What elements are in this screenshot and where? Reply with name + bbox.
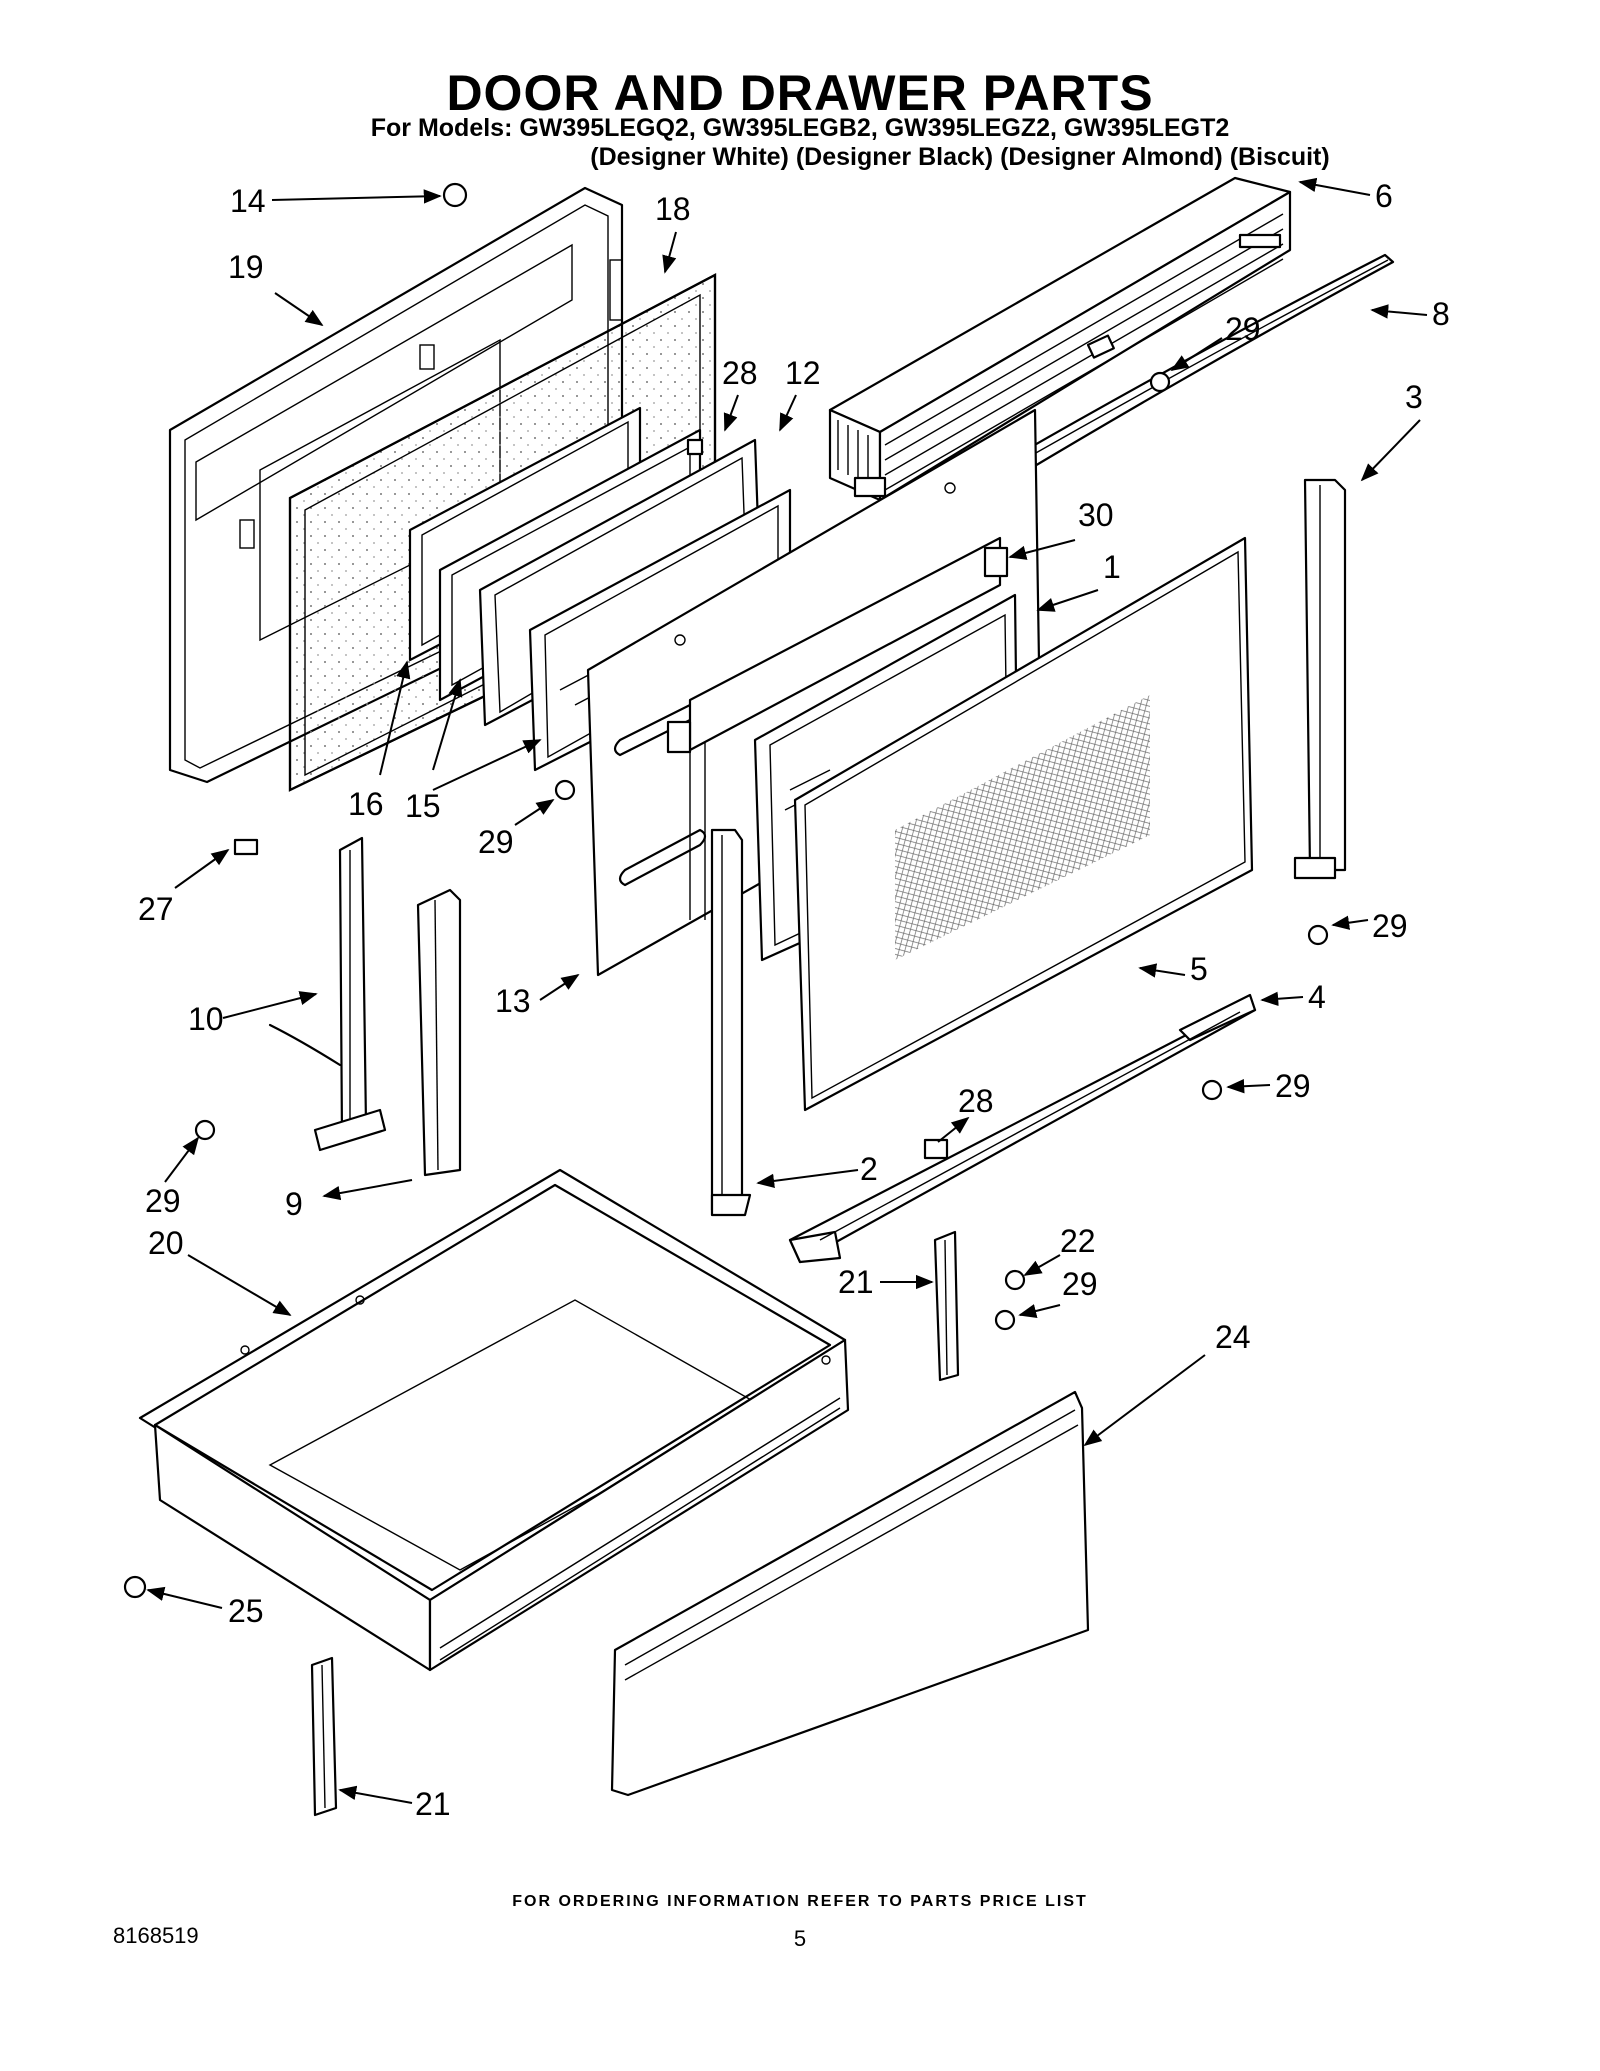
part-5-outer-door	[793, 536, 1254, 1112]
part-10-hinge-bracket	[268, 836, 387, 1152]
callout-29-slide: 29	[1062, 1266, 1098, 1302]
callout-10: 10	[188, 1001, 224, 1037]
callout-6: 6	[1375, 178, 1393, 214]
callout-25: 25	[228, 1593, 264, 1629]
callout-15: 15	[405, 788, 441, 824]
document-number: 8168519	[113, 1923, 199, 1948]
model-list: For Models: GW395LEGQ2, GW395LEGB2, GW39…	[370, 114, 1230, 142]
callout-21-lower: 21	[415, 1786, 451, 1822]
callout-18: 18	[655, 191, 691, 227]
ordering-note: FOR ORDERING INFORMATION REFER TO PARTS …	[512, 1893, 1088, 1910]
callout-16: 16	[348, 786, 384, 822]
callout-labels: 14 18 19 6 8 29 28 12 3 30 1 27 16 15 29…	[138, 178, 1450, 1822]
callout-30: 30	[1078, 497, 1114, 533]
callout-14: 14	[230, 183, 266, 219]
part-4-lower-door-frame	[788, 993, 1257, 1264]
leader-lines	[146, 177, 1428, 1804]
callout-20: 20	[148, 1225, 184, 1261]
part-9-seal-strip	[416, 888, 462, 1177]
part-2-door-trim	[710, 828, 752, 1217]
callout-5: 5	[1190, 951, 1208, 987]
part-3-side-trim-right	[1293, 478, 1347, 880]
callout-12: 12	[785, 355, 821, 391]
callout-9: 9	[285, 1186, 303, 1222]
hardware-screws	[123, 182, 1329, 1599]
callout-24: 24	[1215, 1319, 1251, 1355]
callout-29-trim: 29	[1372, 908, 1408, 944]
callout-29-vent: 29	[1225, 311, 1261, 347]
part-13-inner-door-panel	[586, 408, 1042, 977]
callout-19: 19	[228, 249, 264, 285]
part-24-drawer-front	[610, 1390, 1090, 1797]
callout-2: 2	[860, 1151, 878, 1187]
part-20-drawer	[138, 1168, 850, 1672]
part-21-lower-slide-bracket	[310, 1656, 338, 1817]
page-title: DOOR AND DRAWER PARTS	[446, 65, 1154, 121]
callout-29-frame: 29	[1275, 1068, 1311, 1104]
callout-29-bracket: 29	[145, 1183, 181, 1219]
callout-27: 27	[138, 891, 174, 927]
callout-1: 1	[1103, 549, 1121, 585]
callout-8: 8	[1432, 296, 1450, 332]
callout-21-upper: 21	[838, 1264, 874, 1300]
finish-list: (Designer White) (Designer Black) (Desig…	[590, 143, 1330, 171]
callout-4: 4	[1308, 979, 1326, 1015]
callout-28-lower: 28	[958, 1083, 994, 1119]
part-30-frame	[666, 536, 1009, 920]
part-21-upper-slide-bracket	[933, 1230, 960, 1382]
callout-3: 3	[1405, 379, 1423, 415]
page-number: 5	[793, 1926, 807, 1951]
callout-28-upper: 28	[722, 355, 758, 391]
callout-13: 13	[495, 983, 531, 1019]
callout-22: 22	[1060, 1223, 1096, 1259]
callout-29-panel: 29	[478, 824, 514, 860]
